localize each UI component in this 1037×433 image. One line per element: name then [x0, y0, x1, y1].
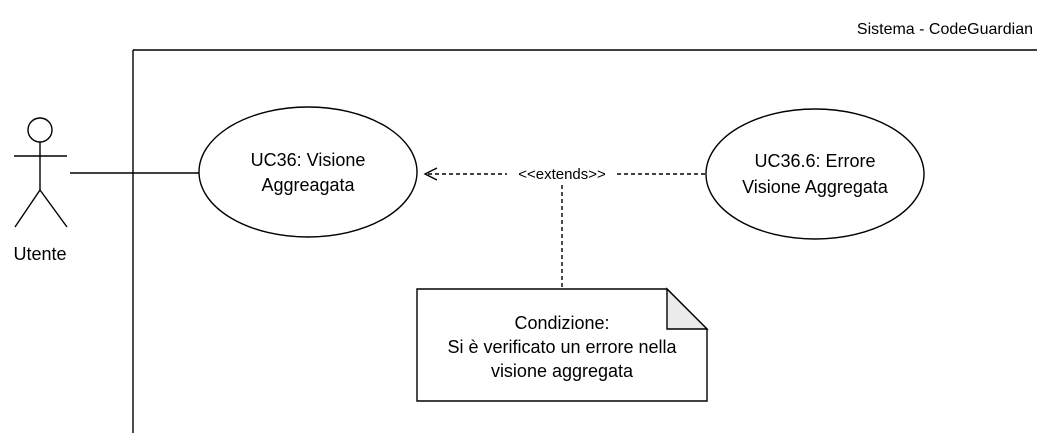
condition-note — [416, 287, 709, 402]
use-case-main-line1: UC36: Visione — [251, 150, 366, 170]
use-case-extension-line1: UC36.6: Errore — [754, 151, 875, 171]
use-case-extension — [705, 108, 925, 240]
actor-stick-figure — [14, 117, 68, 228]
system-title: Sistema - CodeGuardian — [857, 21, 1033, 38]
note-line3: visione aggregata — [491, 361, 634, 381]
note-line2: Si è verificato un errore nella — [447, 337, 677, 357]
actor-name: Utente — [13, 244, 66, 264]
note-fold-icon — [666, 287, 709, 330]
system-boundary — [132, 49, 1037, 433]
note-line1: Condizione: — [514, 313, 609, 333]
use-case-main-line2: Aggreagata — [261, 175, 355, 195]
use-case-extension-line2: Visione Aggregata — [742, 177, 889, 197]
extends-label: <<extends>> — [518, 166, 606, 183]
extends-dependency — [423, 167, 706, 181]
arrowhead-icon — [423, 167, 438, 181]
use-case-main — [198, 106, 418, 238]
